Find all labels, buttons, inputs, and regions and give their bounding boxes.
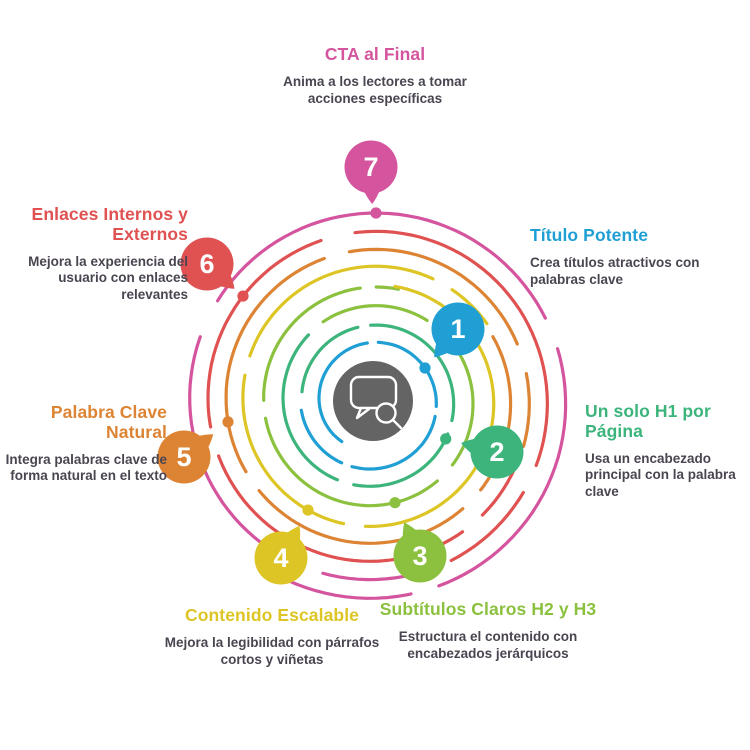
step-2-dot bbox=[440, 433, 452, 445]
center-badge bbox=[333, 361, 413, 441]
spiral-arc-step-5 bbox=[224, 247, 531, 545]
step-2-description: Usa un encabezado principal con la palab… bbox=[585, 450, 736, 499]
step-3-label: Subtítulos Claros H2 y H3 Estructura el … bbox=[375, 599, 601, 662]
step-1-dot bbox=[419, 362, 431, 374]
step-2-title: Un solo H1 por Página bbox=[585, 401, 711, 441]
step-2-label: Un solo H1 por Página Usa un encabezado … bbox=[585, 401, 747, 501]
step-5-bubble: 5 bbox=[157, 430, 214, 484]
step-1-bubble: 1 bbox=[431, 302, 485, 358]
step-7-title: CTA al Final bbox=[324, 44, 426, 64]
step-6-dot bbox=[237, 290, 249, 302]
step-6-bubble: 6 bbox=[180, 237, 235, 291]
step-6-description: Mejora la experiencia del usuario con en… bbox=[28, 253, 188, 302]
step-2-bubble: 2 bbox=[461, 425, 524, 479]
step-4-title: Contenido Escalable bbox=[184, 605, 360, 625]
step-4-number: 4 bbox=[273, 543, 288, 573]
step-4-bubble: 4 bbox=[254, 525, 308, 585]
step-1-number: 1 bbox=[450, 314, 465, 344]
step-5-label: Palabra Clave Natural Integra palabras c… bbox=[5, 402, 167, 485]
step-6-title: Enlaces Internos y Externos bbox=[31, 204, 188, 244]
step-1-label: Título Potente Crea títulos atractivos c… bbox=[530, 225, 710, 288]
step-7-description: Anima a los lectores a tomar acciones es… bbox=[283, 73, 467, 106]
step-7-dot bbox=[370, 207, 382, 219]
spiral-arc-step-6 bbox=[206, 229, 550, 563]
step-3-bubble: 3 bbox=[393, 522, 447, 583]
step-1-description: Crea títulos atractivos con palabras cla… bbox=[530, 254, 700, 287]
step-7-label: CTA al Final Anima a los lectores a toma… bbox=[256, 44, 494, 107]
step-3-dot bbox=[389, 497, 401, 509]
step-1-title: Título Potente bbox=[530, 225, 649, 245]
step-7-bubble: 7 bbox=[344, 140, 398, 204]
step-5-number: 5 bbox=[176, 442, 191, 472]
step-4-dot bbox=[302, 504, 314, 516]
step-3-description: Estructura el contenido con encabezados … bbox=[398, 628, 578, 661]
step-5-description: Integra palabras clave de forma natural … bbox=[5, 451, 167, 484]
step-5-dot bbox=[222, 416, 234, 428]
step-6-label: Enlaces Internos y Externos Mejora la ex… bbox=[5, 204, 188, 304]
step-2-number: 2 bbox=[489, 437, 504, 467]
spiral-arc-step-7 bbox=[188, 211, 568, 600]
step-4-label: Contenido Escalable Mejora la legibilida… bbox=[162, 605, 382, 668]
chat-search-icon bbox=[349, 375, 403, 430]
step-3-number: 3 bbox=[412, 541, 427, 571]
step-6-number: 6 bbox=[199, 249, 214, 279]
step-7-number: 7 bbox=[363, 152, 378, 182]
step-5-title: Palabra Clave Natural bbox=[50, 402, 167, 442]
spiral-step-dots bbox=[222, 207, 452, 516]
step-3-title: Subtítulos Claros H2 y H3 bbox=[379, 599, 597, 619]
step-4-description: Mejora la legibilidad con párrafos corto… bbox=[164, 634, 380, 667]
